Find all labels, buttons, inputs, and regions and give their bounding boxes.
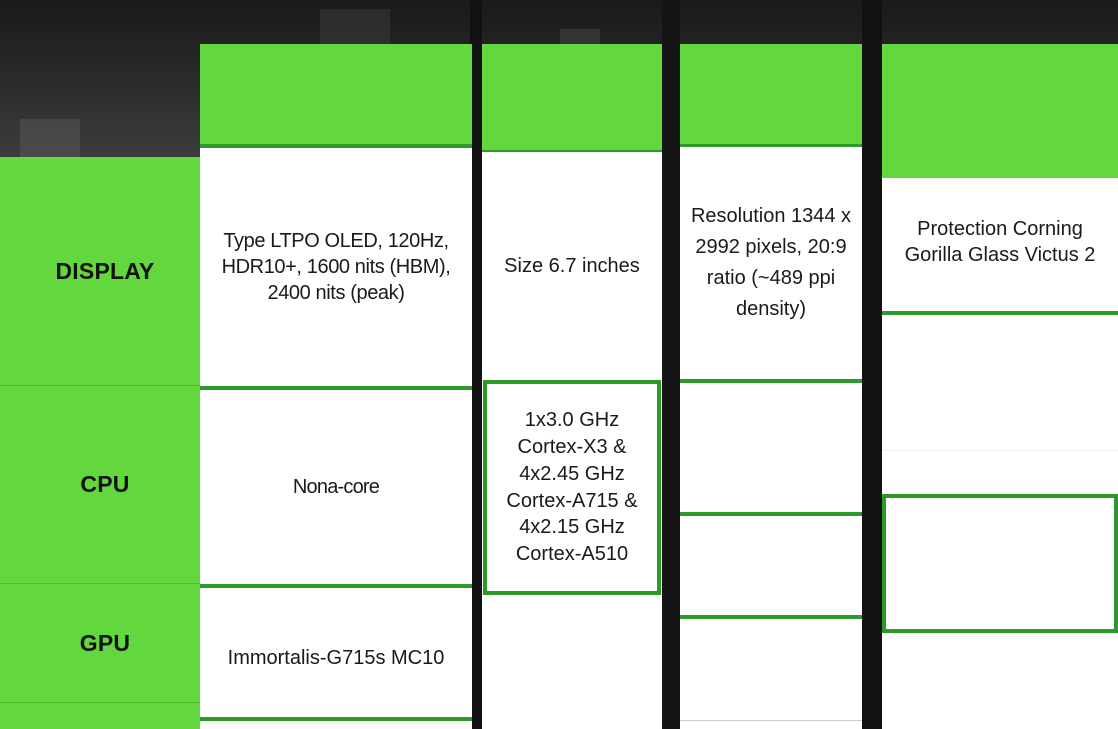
cell-cpu-clusters: 1x3.0 GHz Cortex-X3 & 4x2.45 GHz Cortex-…: [483, 380, 661, 595]
cell-display-size: Size 6.7 inches: [504, 255, 640, 277]
empty-cell: [680, 383, 862, 516]
column-type: [200, 148, 472, 729]
column-size: [482, 152, 662, 729]
column-resolution: [680, 144, 862, 729]
row-divider: [0, 583, 200, 584]
row-label-cpu: CPU: [80, 471, 130, 497]
row-label-display: DISPLAY: [55, 257, 155, 284]
row-divider: [0, 385, 200, 386]
column-header-type: [200, 44, 472, 148]
cell-display-type: Type LTPO OLED, 120Hz, HDR10+, 1600 nits…: [200, 148, 472, 390]
cell-cpu-cores: Nona-core: [200, 390, 472, 588]
background-gap: [470, 0, 482, 729]
row-label-gpu: GPU: [79, 629, 131, 656]
background-gap: [662, 0, 680, 729]
column-header-divider: [482, 150, 662, 152]
row-divider: [680, 720, 862, 721]
cell-display-resolution: Resolution 1344 x 2992 pixels, 20:9 rati…: [680, 147, 862, 383]
row-label-column: [0, 157, 200, 729]
column-protection: [882, 178, 1118, 729]
row-divider: [0, 702, 200, 703]
cell-gpu: Immortalis-G715s MC10: [200, 588, 472, 721]
empty-cell: [882, 494, 1118, 633]
column-header-resolution: [680, 44, 862, 144]
row-divider: [882, 450, 1118, 451]
cell-display-protection: Protection Corning Gorilla Glass Victus …: [882, 178, 1118, 315]
empty-cell: [680, 516, 862, 619]
column-header-size: [482, 44, 662, 150]
column-header-protection: [882, 44, 1118, 178]
background-gap: [862, 0, 882, 729]
